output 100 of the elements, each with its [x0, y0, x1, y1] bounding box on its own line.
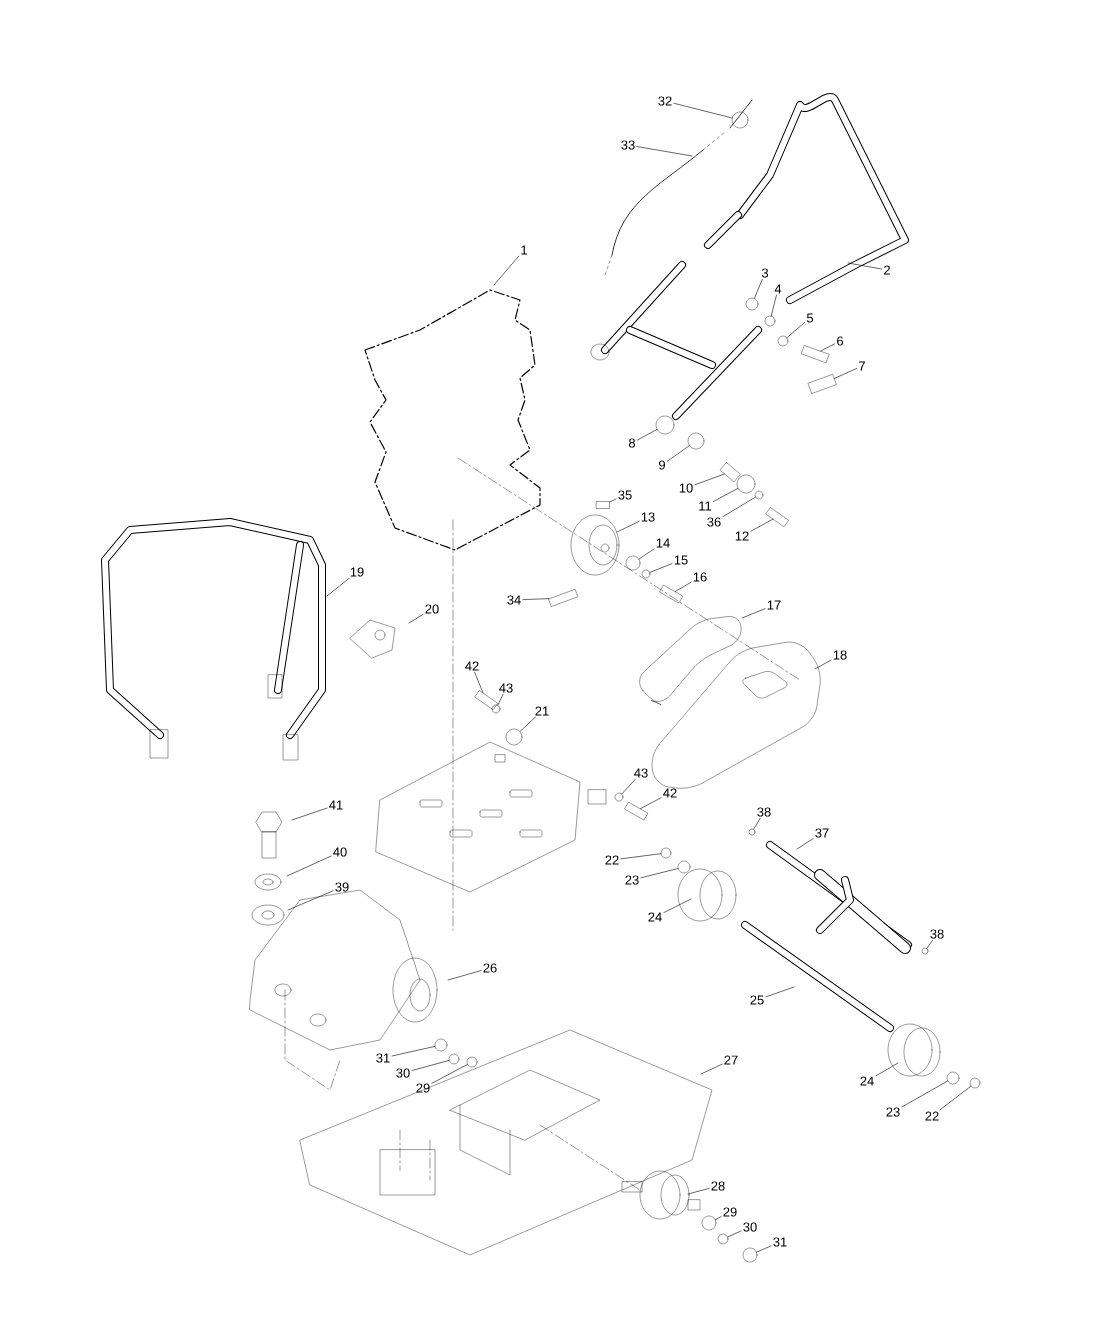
callout-number: 26 — [483, 963, 497, 973]
callout-number: 31 — [376, 1053, 390, 1063]
callout-number: 29 — [416, 1083, 430, 1093]
washer-part — [448, 1053, 460, 1065]
ring-part — [969, 1077, 981, 1089]
leader-line — [833, 368, 857, 379]
callout-number: 9 — [659, 460, 665, 470]
callout-number: 4 — [774, 284, 782, 294]
leader-line — [796, 838, 814, 850]
callout-number: 12 — [735, 531, 749, 541]
leader-line — [497, 694, 504, 706]
bolt-part — [474, 690, 498, 710]
leader-line — [673, 102, 733, 119]
callout-number: 38 — [757, 807, 771, 817]
callout-number: 38 — [930, 929, 944, 939]
leader-line — [411, 1060, 450, 1071]
callout-number: 19 — [350, 567, 364, 577]
bolt-part — [801, 345, 829, 363]
leader-line — [493, 255, 520, 286]
callout-number: 13 — [641, 512, 655, 522]
callout-number: 2 — [884, 265, 890, 275]
washer-part — [466, 1056, 478, 1068]
leader-line — [291, 807, 328, 821]
washer-part — [946, 1071, 960, 1085]
leader-line — [636, 146, 693, 157]
nut-part — [745, 297, 759, 311]
leader-line — [687, 1188, 710, 1195]
leader-line — [770, 294, 777, 317]
callout-number: 36 — [707, 517, 721, 527]
washer-part — [614, 792, 624, 802]
leader-line — [431, 1064, 468, 1084]
leader-line — [326, 578, 350, 597]
callout-number: 20 — [425, 604, 439, 614]
callout-number: 14 — [656, 538, 670, 548]
leader-line — [820, 343, 835, 352]
callout-number: 31 — [773, 1237, 787, 1247]
callout-number: 43 — [634, 768, 648, 778]
callout-number: 15 — [674, 555, 688, 565]
bolt-part — [765, 507, 789, 527]
washer-part — [764, 315, 776, 327]
bushing-part — [687, 432, 705, 450]
leader-line — [609, 498, 617, 503]
callout-number: 32 — [658, 96, 672, 106]
tube-end-part — [655, 415, 675, 435]
callout-number: 5 — [806, 313, 814, 323]
callout-number: 41 — [329, 800, 343, 810]
callout-number: 40 — [333, 847, 347, 857]
leader-line — [674, 581, 692, 592]
callout-number: 43 — [499, 683, 513, 693]
callout-number: 25 — [750, 995, 764, 1005]
callout-number: 23 — [625, 875, 639, 885]
leader-line — [713, 488, 739, 502]
key-part — [596, 501, 610, 509]
callout-number: 7 — [859, 361, 865, 371]
bolt-part — [624, 801, 648, 821]
callout-number: 34 — [507, 595, 521, 605]
clip-part — [731, 111, 749, 129]
washer-part — [736, 474, 756, 494]
callout-number: 33 — [621, 140, 635, 150]
leader-line — [926, 940, 933, 949]
callout-number: 22 — [925, 1111, 939, 1121]
washer-part — [625, 555, 641, 571]
clip-part — [921, 947, 929, 955]
leader-line — [786, 322, 805, 338]
callout-number: 11 — [699, 501, 712, 511]
callout-number: 6 — [837, 336, 844, 346]
callout-number: 24 — [860, 1076, 874, 1086]
washer-part — [754, 490, 764, 500]
washer-part — [701, 1215, 717, 1231]
nut-part — [434, 1038, 448, 1052]
leader-line — [638, 548, 655, 560]
callout-number: 42 — [465, 661, 479, 671]
leader-line — [621, 779, 636, 795]
callout-number: 21 — [535, 706, 549, 716]
clip-part — [748, 828, 756, 836]
nut-part — [742, 1247, 758, 1263]
leader-line — [754, 279, 763, 299]
leader-line — [715, 1216, 722, 1220]
leader-line — [637, 429, 658, 441]
leader-line — [814, 659, 832, 670]
leader-line — [408, 614, 424, 624]
callout-number: 8 — [628, 438, 636, 448]
leader-line — [765, 986, 795, 998]
callout-number: 42 — [663, 788, 677, 798]
leader-line — [287, 890, 334, 911]
callout-number: 17 — [767, 600, 781, 610]
callout-number: 39 — [335, 882, 349, 892]
washer-part — [677, 860, 691, 874]
washer-part — [777, 335, 789, 347]
callout-number: 1 — [521, 245, 527, 255]
callout-number: 27 — [724, 1055, 738, 1065]
key-part — [548, 589, 578, 607]
leader-line — [741, 608, 766, 619]
leader-line — [522, 598, 550, 600]
callout-number: 23 — [886, 1107, 900, 1117]
washer-part — [491, 704, 501, 714]
leader-line — [474, 671, 484, 694]
callout-number: 30 — [396, 1068, 410, 1078]
callout-number: 24 — [648, 912, 662, 922]
callout-number: 30 — [743, 1222, 757, 1232]
